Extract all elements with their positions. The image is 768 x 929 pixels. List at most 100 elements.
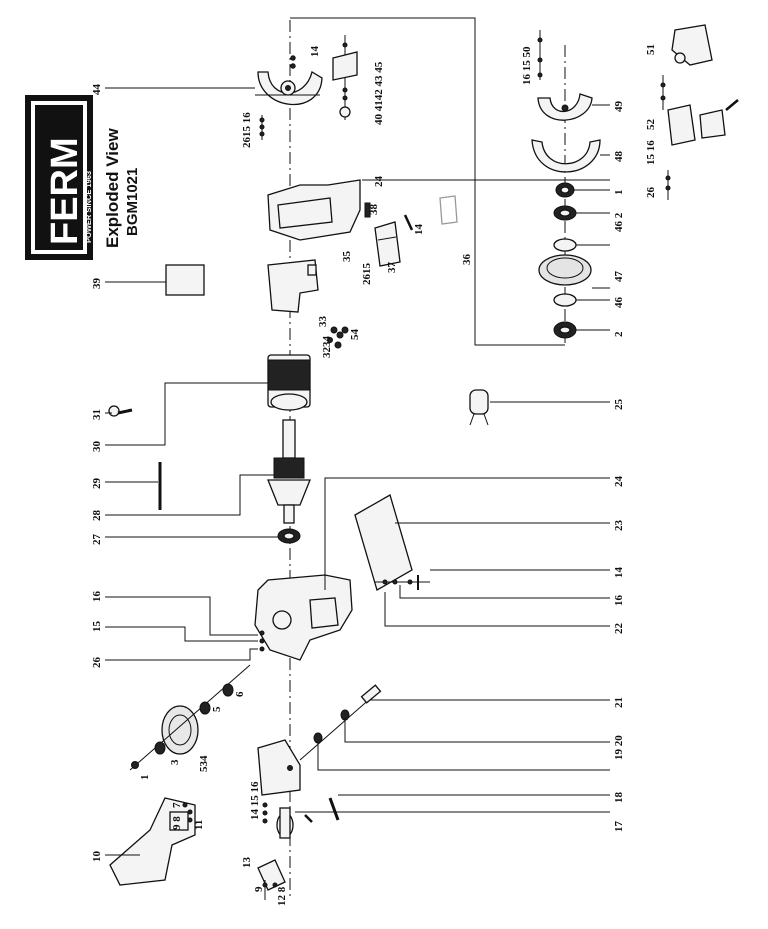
label-10: 10 — [91, 851, 103, 863]
armature-rotor — [267, 419, 311, 524]
label-23: 23 — [613, 520, 625, 532]
frame-line — [290, 17, 565, 346]
label-1-right: 1 — [613, 190, 625, 196]
label-40-45: 40 4142 43 45 — [373, 61, 385, 125]
shield-bracket-52 — [660, 75, 739, 200]
label-33: 33 — [317, 316, 329, 328]
label-2615-16: 2615 16 — [241, 112, 253, 148]
label-26-right: 26 — [645, 187, 657, 199]
small-screw-set-top — [259, 55, 296, 140]
label-24-low: 24 — [613, 476, 625, 488]
label-49: 49 — [613, 101, 625, 113]
label-21: 21 — [613, 697, 625, 708]
grinding-wheel-47 — [538, 254, 592, 286]
label-47: 47 — [613, 271, 625, 283]
label-39 — [165, 264, 205, 296]
motor-stator — [267, 354, 311, 411]
label-14-15-16: 14 15 16 — [249, 781, 261, 820]
label-2615: 2615 — [361, 263, 373, 286]
label-22: 22 — [613, 623, 625, 635]
wheel-guard-48 — [531, 139, 601, 173]
label-25: 25 — [613, 399, 625, 411]
cover-36 — [439, 195, 458, 225]
part-labels: 1 3 534 5 6 26 15 16 27 28 29 30 31 39 4… — [91, 44, 657, 906]
brand-name: FERM — [44, 137, 86, 245]
brand-tagline: POWER SINCE 1963 — [84, 171, 93, 243]
label-9-bottom: 9 — [253, 886, 265, 892]
leader-lines — [105, 87, 610, 856]
label-24-top: 24 — [373, 176, 385, 188]
label-39: 39 — [91, 278, 103, 290]
label-13: 13 — [241, 857, 253, 869]
ferm-logo: FERM POWER SINCE 1963 — [25, 95, 93, 260]
label-16-low: 16 — [613, 595, 625, 607]
label-16-15-50: 16 15 50 — [521, 46, 533, 85]
label-48: 48 — [613, 151, 625, 163]
flange-stack-right — [553, 182, 577, 252]
label-27: 27 — [91, 534, 103, 546]
title-block: Exploded View BGM1021 — [103, 128, 141, 248]
label-2-right: 2 — [613, 331, 625, 337]
housing-base — [254, 574, 353, 661]
grinding-wheel-left — [129, 664, 251, 771]
label-11: 11 — [193, 820, 205, 830]
label-31: 31 — [91, 409, 103, 420]
label-534: 534 — [198, 755, 210, 772]
wheel-guard-upper — [255, 70, 323, 105]
eye-shield-51 — [671, 24, 713, 66]
diagram-model: BGM1021 — [124, 168, 141, 236]
label-12-8: 12 8 — [276, 886, 288, 906]
label-26: 26 — [91, 657, 103, 669]
label-37: 37 — [386, 262, 398, 274]
label-54: 54 — [349, 329, 361, 341]
label-7: 7 — [171, 802, 183, 808]
bearing-27 — [277, 528, 301, 544]
label-51: 51 — [645, 44, 657, 55]
label-1: 1 — [139, 775, 151, 781]
capacitor-25 — [469, 389, 489, 426]
label-14-low: 14 — [613, 567, 625, 579]
housing-top — [267, 179, 371, 241]
label-46: 46 — [613, 297, 625, 309]
label-17: 17 — [613, 821, 625, 833]
label-18: 18 — [613, 792, 625, 804]
label-6: 6 — [234, 691, 246, 697]
diagram-title: Exploded View — [103, 128, 122, 248]
label-52: 52 — [645, 119, 657, 131]
label-16: 16 — [91, 591, 103, 603]
label-14-top: 14 — [309, 46, 321, 58]
label-30: 30 — [91, 441, 103, 453]
base-plate-23 — [354, 494, 413, 591]
label-19-20: 19 20 — [613, 735, 625, 760]
label-5: 5 — [211, 706, 223, 712]
pin-17 — [276, 807, 313, 839]
small-parts-8-13 — [257, 859, 286, 900]
label-35: 35 — [341, 251, 353, 263]
label-46-2: 46 2 — [613, 212, 625, 232]
label-36: 36 — [461, 254, 473, 266]
label-38: 38 — [368, 204, 380, 216]
label-15: 15 — [91, 621, 103, 633]
screw-cluster — [327, 326, 349, 349]
switch-plate-37 — [374, 214, 414, 267]
label-3234: 3234 — [321, 336, 333, 359]
bracket-40-45 — [332, 35, 358, 120]
carbon-brush-31 — [108, 405, 133, 417]
label-9-8: 9 8 — [171, 816, 183, 830]
screws-14-15-16-left — [262, 802, 268, 824]
label-15-16: 15 16 — [645, 140, 657, 165]
wheel-guard-49 — [537, 93, 593, 121]
label-28: 28 — [91, 510, 103, 522]
label-29: 29 — [91, 478, 103, 490]
tool-rest — [257, 684, 382, 821]
eye-shield-bracket-10 — [109, 797, 196, 886]
screws-15-16-26 — [259, 630, 265, 652]
screws-14-16-22 — [375, 575, 430, 590]
flange-46-2 — [553, 293, 577, 339]
label-14-mid: 14 — [413, 224, 425, 236]
label-44: 44 — [91, 84, 103, 96]
screws-50 — [537, 30, 543, 80]
label-3: 3 — [169, 759, 181, 765]
mount-bracket-35 — [267, 259, 319, 313]
